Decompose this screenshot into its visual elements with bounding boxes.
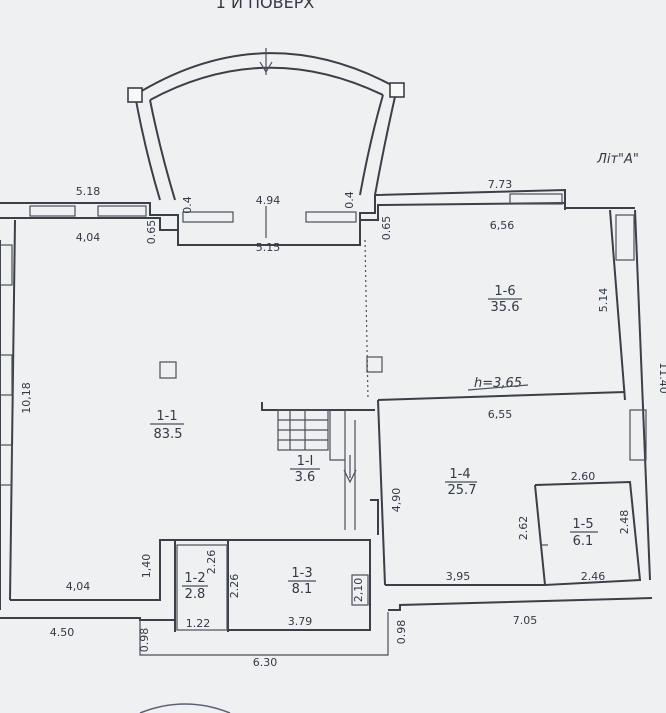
dimension: 0.98: [395, 620, 408, 645]
dimension: 1.22: [186, 617, 211, 630]
room-1-3: 1-3 8.1: [288, 566, 316, 597]
dimension: 2.60: [571, 470, 596, 483]
dimension: 6,55: [488, 408, 513, 421]
dimension: 3.79: [288, 615, 313, 628]
room-label: 1-I: [297, 454, 314, 469]
room-label: 1-1: [156, 409, 177, 424]
dimension: 6.30: [253, 656, 278, 669]
outer-walls: [0, 188, 653, 631]
dimension: 4,04: [76, 231, 101, 244]
staircase: [277, 409, 357, 530]
dimension: 0.65: [380, 216, 393, 241]
room-area: 2.8: [185, 587, 206, 602]
room-area: 3.6: [295, 470, 316, 485]
dimension: 0.65: [145, 220, 158, 245]
room-1-2: 1-2 2.8: [182, 571, 208, 602]
room-label: 1-2: [184, 571, 205, 586]
stamp-fragment: [139, 703, 231, 713]
dimension: 2.62: [517, 516, 530, 541]
room-1-I: 1-I 3.6: [290, 454, 320, 485]
dimension: 1,40: [140, 554, 153, 579]
dimension: 4,04: [66, 580, 91, 593]
dimension: 11.40: [657, 362, 666, 394]
dimension: 2.46: [581, 570, 606, 583]
litera-label: Літ"А": [596, 152, 639, 167]
dimension: 5.15: [256, 241, 281, 254]
dimension-labels: 5.18 4,04 0.65 0.4 4.94 5.15 0.4 0.65 7.…: [20, 178, 666, 669]
room-1-1: 1-1 83.5: [150, 409, 184, 442]
room-label: 1-6: [494, 284, 515, 299]
dimension: 4.94: [256, 194, 281, 207]
dimension: 2.26: [205, 550, 218, 575]
dimension: 0.98: [138, 628, 151, 653]
dimension: 3,95: [446, 570, 471, 583]
dimension: 7.05: [513, 614, 538, 627]
room-area: 8.1: [292, 582, 313, 597]
room-1-5: 1-5 6.1: [570, 517, 598, 549]
column-left: [159, 361, 177, 379]
room-area: 35.6: [491, 300, 520, 315]
room-area: 6.1: [573, 534, 594, 549]
room-label: 1-5: [572, 517, 593, 532]
room-label: 1-3: [291, 566, 312, 581]
dimension: 5.14: [597, 288, 610, 313]
room-label: 1-4: [449, 467, 470, 482]
dimension: 5.18: [76, 185, 101, 198]
plan-title: 1 И ПОВЕРХ: [216, 0, 315, 12]
dimension: 6,56: [490, 219, 515, 232]
ceiling-height: h=3,65: [467, 376, 529, 391]
dimension: 4,90: [390, 488, 403, 513]
inner-walls: [159, 239, 642, 632]
dimension: 2.26: [228, 574, 241, 599]
column-right: [366, 356, 383, 373]
room-1-4: 1-4 25.7: [445, 467, 477, 498]
room-1-6: 1-6 35.6: [488, 284, 522, 315]
dimension: 7.73: [488, 178, 513, 191]
ceiling-height-label: h=3,65: [474, 376, 522, 391]
dimension: 4.50: [50, 626, 75, 639]
dimension: 10,18: [20, 382, 33, 414]
dimension: 0.4: [343, 191, 356, 209]
dimension: 0.4: [181, 196, 194, 214]
bay-window: [127, 48, 405, 201]
room-area: 83.5: [154, 427, 183, 442]
room-area: 25.7: [448, 483, 477, 498]
dimension: 2.48: [618, 510, 631, 535]
dimension: 2,10: [352, 578, 365, 603]
